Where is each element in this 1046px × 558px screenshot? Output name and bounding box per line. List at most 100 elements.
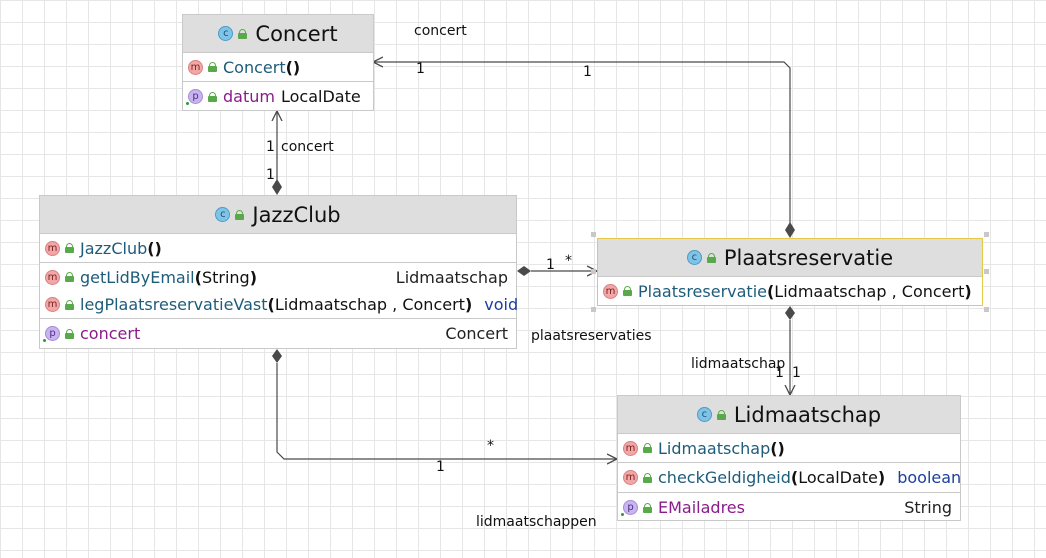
- public-icon: [65, 299, 74, 310]
- field-name: concert: [80, 324, 141, 343]
- constructor-row[interactable]: m Lidmaatschap (): [618, 434, 960, 462]
- edge-role-label: plaatsreservaties: [531, 328, 652, 344]
- public-icon: [65, 243, 74, 253]
- method-close-paren: ): [877, 468, 886, 487]
- constructor-open-paren: (: [766, 281, 775, 301]
- public-icon: [623, 286, 632, 296]
- field-row[interactable]: p EMailadres String: [618, 493, 960, 522]
- edge-multiplicity: 1: [266, 139, 275, 155]
- field-name: datum: [223, 87, 275, 106]
- edge-role-label: lidmaatschap: [691, 356, 786, 372]
- class-title: JazzClub: [252, 202, 341, 227]
- method-open-paren: (: [790, 468, 799, 487]
- resize-handle[interactable]: [984, 307, 989, 312]
- resize-handle[interactable]: [591, 307, 596, 312]
- constructor-name: Concert: [223, 57, 286, 77]
- class-icon: c: [218, 26, 234, 41]
- public-icon: [208, 62, 217, 72]
- method-return-type: Lidmaatschap: [395, 267, 508, 287]
- edge-jazzclub-lidmaatschap[interactable]: [276, 363, 617, 459]
- method-row[interactable]: m getLidByEmail ( String ) Lidmaatschap: [40, 263, 516, 291]
- diamond-jazzclub-lidmaatschap: [272, 349, 282, 363]
- method-return-type: void: [484, 295, 519, 314]
- public-icon: [65, 328, 74, 339]
- constructor-parens: (): [770, 438, 785, 458]
- constructor-parens: (): [285, 57, 301, 77]
- method-open-paren: (: [267, 295, 275, 314]
- diamond-jazzclub-concert: [272, 179, 282, 195]
- public-icon: [238, 28, 248, 39]
- constructor-parens: (): [147, 238, 162, 258]
- resize-handle[interactable]: [591, 269, 596, 274]
- edge-multiplicity: 1: [436, 459, 445, 475]
- public-icon: [208, 91, 217, 102]
- class-title: Plaatsreservatie: [723, 245, 894, 270]
- class-header: c JazzClub: [40, 196, 516, 234]
- method-close-paren: ): [249, 267, 257, 287]
- diamond-jazzclub-plaatsreservatie: [517, 266, 531, 276]
- field-row[interactable]: p datum LocalDate: [183, 82, 373, 111]
- class-title: Lidmaatschap: [733, 402, 882, 427]
- method-open-paren: (: [194, 267, 202, 287]
- constructor-row[interactable]: m JazzClub (): [40, 234, 516, 262]
- diamond-plaatsreservatie-lidmaatschap: [785, 306, 795, 320]
- resize-handle[interactable]: [984, 269, 989, 274]
- field-type: String: [904, 498, 952, 517]
- property-icon: p: [621, 500, 638, 516]
- public-icon: [706, 252, 716, 263]
- method-args: String: [201, 267, 250, 287]
- constructor-args: Lidmaatschap , Concert: [774, 281, 965, 301]
- field-type: LocalDate: [280, 87, 361, 106]
- class-concert[interactable]: c Concert m Concert () p datum LocalDate: [182, 14, 374, 111]
- method-row[interactable]: m legPlaatsreservatieVast ( Lidmaatschap…: [40, 291, 519, 318]
- method-icon: m: [623, 440, 638, 456]
- field-row[interactable]: p concert Concert: [40, 319, 516, 348]
- resize-handle[interactable]: [591, 232, 596, 237]
- constructor-name: Plaatsreservatie: [638, 281, 767, 301]
- public-icon: [643, 502, 652, 513]
- public-icon: [716, 409, 726, 420]
- edge-multiplicity: 1: [792, 365, 801, 381]
- edge-multiplicity: 1: [775, 365, 784, 381]
- class-header: c Plaatsreservatie: [598, 239, 982, 277]
- method-close-paren: ): [464, 295, 473, 314]
- constructor-name: JazzClub: [80, 238, 148, 258]
- public-icon: [643, 472, 652, 483]
- class-jazzclub[interactable]: c JazzClub m JazzClub () m getLidByEmail…: [39, 195, 519, 349]
- class-title: Concert: [255, 21, 338, 46]
- method-name: legPlaatsreservatieVast: [80, 295, 268, 314]
- constructor-row[interactable]: m Plaatsreservatie ( Lidmaatschap , Conc…: [598, 277, 982, 305]
- edge-multiplicity: 1: [546, 257, 555, 273]
- class-icon: c: [686, 250, 702, 265]
- public-icon: [235, 209, 245, 220]
- edge-role-label: concert: [414, 23, 467, 39]
- class-lidmaatschap[interactable]: c Lidmaatschap m Lidmaatschap () m check…: [617, 395, 961, 521]
- public-icon: [65, 272, 74, 282]
- method-icon: m: [45, 269, 60, 285]
- edge-role-label: lidmaatschappen: [476, 514, 597, 530]
- method-name: getLidByEmail: [80, 267, 195, 287]
- class-icon: c: [215, 207, 231, 222]
- method-row[interactable]: m checkGeldigheid ( LocalDate ) boolean: [618, 463, 961, 492]
- method-icon: m: [188, 59, 203, 75]
- edge-multiplicity: *: [565, 253, 572, 269]
- method-args: Lidmaatschap , Concert: [274, 295, 465, 314]
- class-plaatsreservatie[interactable]: c Plaatsreservatie m Plaatsreservatie ( …: [597, 238, 983, 306]
- field-name: EMailadres: [658, 498, 745, 517]
- diamond-plaatsreservatie-concert: [785, 222, 795, 238]
- constructor-name: Lidmaatschap: [658, 438, 771, 458]
- edge-role-label: concert: [281, 139, 334, 155]
- edge-plaatsreservatie-concert[interactable]: [373, 62, 791, 226]
- class-header: c Lidmaatschap: [618, 396, 960, 434]
- field-type: Concert: [445, 324, 508, 343]
- edge-multiplicity: 1: [583, 64, 592, 80]
- constructor-row[interactable]: m Concert (): [183, 53, 373, 81]
- edge-multiplicity: *: [487, 438, 494, 454]
- resize-handle[interactable]: [984, 232, 989, 237]
- edge-multiplicity: 1: [266, 167, 275, 183]
- class-icon: c: [696, 407, 712, 422]
- method-args: LocalDate: [798, 468, 878, 487]
- public-icon: [643, 443, 652, 453]
- method-icon: m: [45, 240, 60, 256]
